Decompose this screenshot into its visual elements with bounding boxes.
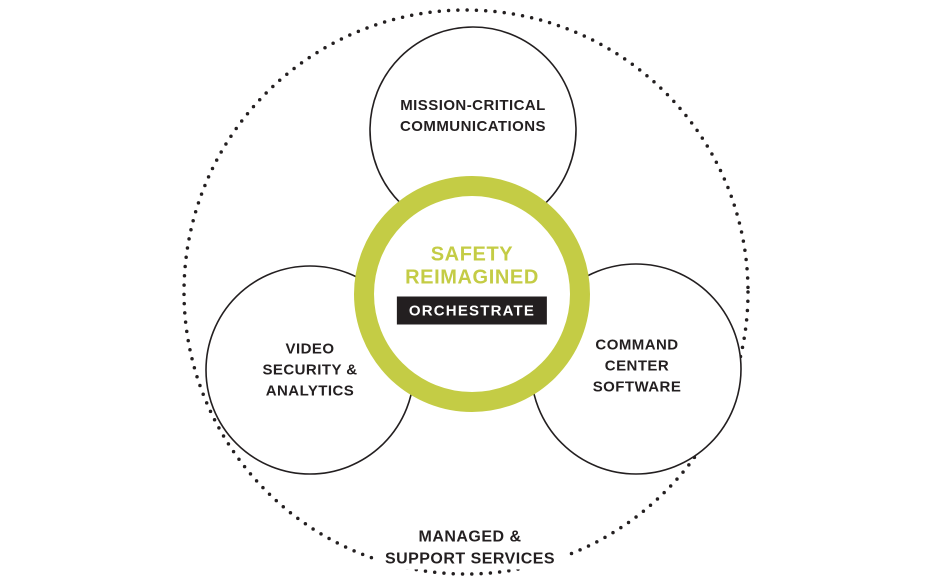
label-command-center-software: COMMAND CENTER SOFTWARE [593, 335, 682, 398]
label-line: CENTER [604, 357, 670, 375]
center-label-group: SAFETY REIMAGINED ORCHESTRATE [396, 244, 548, 325]
label-video-security-analytics: VIDEO SECURITY & ANALYTICS [262, 339, 357, 402]
outer-dotted-circle [182, 8, 750, 576]
label-line: SOFTWARE [592, 378, 682, 396]
safety-reimagined-ring [354, 176, 590, 412]
label-line: SUPPORT SERVICES [384, 550, 556, 567]
label-line: MANAGED & [418, 528, 522, 546]
label-line: SECURITY & [262, 361, 358, 379]
orchestrate-badge: ORCHESTRATE [396, 296, 548, 325]
title-line: REIMAGINED [405, 266, 539, 289]
label-line: ANALYTICS [265, 382, 355, 400]
label-mission-critical-communications: MISSION-CRITICAL COMMUNICATIONS [400, 95, 546, 137]
safety-reimagined-title: SAFETY REIMAGINED [405, 244, 539, 290]
title-line: SAFETY [430, 243, 514, 266]
label-line: VIDEO [285, 340, 335, 358]
label-managed-support-services: MANAGED & SUPPORT SERVICES [374, 526, 566, 570]
label-line: COMMAND [595, 336, 679, 354]
label-line: MISSION-CRITICAL [400, 97, 546, 114]
label-line: COMMUNICATIONS [399, 118, 547, 135]
